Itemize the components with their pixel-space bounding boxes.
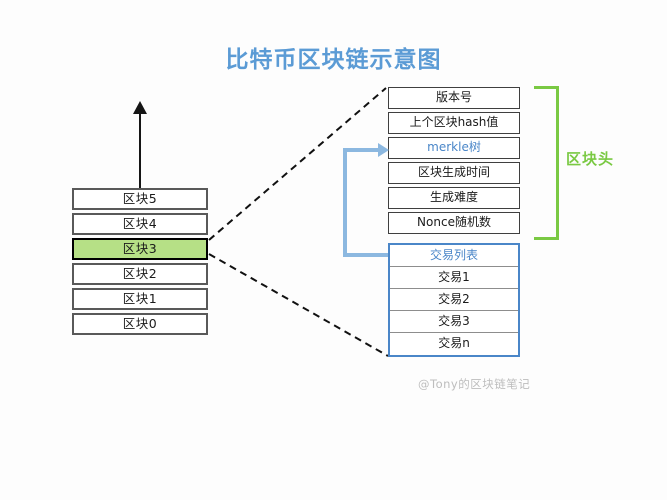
header-field-prev-hash[interactable]: 上个区块hash值 xyxy=(388,112,520,134)
transaction-row-1[interactable]: 交易1 xyxy=(390,267,518,289)
chain-block-3-selected[interactable]: 区块3 xyxy=(72,238,208,260)
page-title: 比特币区块链示意图 xyxy=(225,47,442,73)
merkle-link-vertical-segment xyxy=(343,150,347,257)
header-field-version[interactable]: 版本号 xyxy=(388,87,520,109)
header-field-difficulty[interactable]: 生成难度 xyxy=(388,187,520,209)
header-field-nonce[interactable]: Nonce随机数 xyxy=(388,212,520,234)
block-header-table: 版本号 上个区块hash值 merkle树 区块生成时间 生成难度 Nonce随… xyxy=(388,87,520,237)
chain-block-2[interactable]: 区块2 xyxy=(72,263,208,285)
transaction-list-table: 交易列表 交易1 交易2 交易3 交易n xyxy=(388,243,520,357)
chain-block-4[interactable]: 区块4 xyxy=(72,213,208,235)
transaction-row-n[interactable]: 交易n xyxy=(438,336,470,350)
merkle-link-bottom-segment xyxy=(343,253,390,257)
header-field-merkle-root[interactable]: merkle树 xyxy=(388,137,520,159)
merkle-link-arrow-head xyxy=(378,143,389,157)
chain-growth-arrow-head xyxy=(133,101,147,114)
merkle-link-top-segment xyxy=(343,148,381,152)
chain-block-0[interactable]: 区块0 xyxy=(72,313,208,335)
blockchain-stack: 区块5 区块4 区块3 区块2 区块1 区块0 xyxy=(72,188,208,338)
transaction-row-3[interactable]: 交易3 xyxy=(390,311,518,333)
chain-growth-arrow-shaft xyxy=(139,112,141,188)
header-field-timestamp[interactable]: 区块生成时间 xyxy=(388,162,520,184)
watermark-text: @Tony的区块链笔记 xyxy=(418,377,531,391)
chain-block-1[interactable]: 区块1 xyxy=(72,288,208,310)
transaction-row-2[interactable]: 交易2 xyxy=(390,289,518,311)
chain-block-5[interactable]: 区块5 xyxy=(72,188,208,210)
block-header-bracket-label: 区块头 xyxy=(566,150,615,168)
block-header-bracket xyxy=(534,86,559,240)
transaction-list-header: 交易列表 xyxy=(390,245,518,267)
